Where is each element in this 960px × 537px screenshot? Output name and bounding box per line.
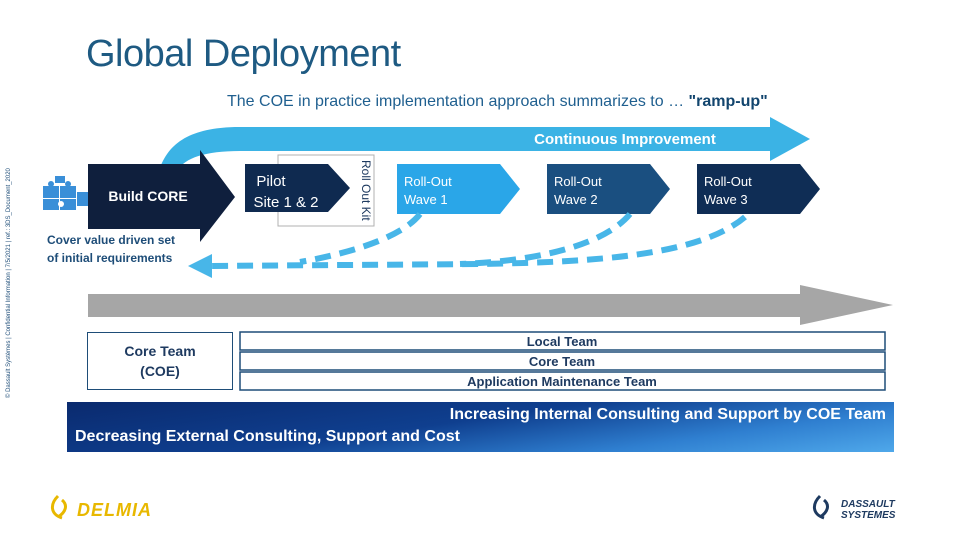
app-maintenance-box bbox=[239, 371, 886, 391]
feedback-arrow-horizontal bbox=[209, 214, 747, 269]
dassault-logo: DASSAULT SYSTEMES bbox=[813, 494, 896, 521]
build-core-label: Build CORE bbox=[108, 188, 187, 204]
timeline-arrow bbox=[88, 285, 893, 325]
app-maintenance-label: Application Maintenance Team bbox=[467, 374, 657, 389]
wave1-label-line2: Wave 1 bbox=[404, 192, 448, 207]
feedback-arrow-wave2 bbox=[459, 212, 633, 267]
rollout-kit-label: Roll Out Kit bbox=[359, 160, 373, 221]
core-team-label: Core Team bbox=[529, 354, 595, 369]
cover-note-line2: of initial requirements bbox=[47, 251, 173, 265]
dassault-logo-line2: SYSTEMES bbox=[841, 510, 896, 521]
decreasing-consulting-label: Decreasing External Consulting, Support … bbox=[75, 428, 460, 445]
delmia-logo-mark: DELMIA bbox=[51, 494, 152, 520]
pilot-stage: Pilot Site 1 & 2 bbox=[245, 164, 350, 212]
feedback-arrows bbox=[209, 212, 747, 269]
dassault-logo-line1: DASSAULT bbox=[841, 499, 896, 510]
build-core-stage: Build CORE bbox=[88, 150, 235, 242]
continuous-improvement-arrow: Continuous Improvement bbox=[160, 117, 810, 170]
page-title: Global Deployment bbox=[86, 33, 401, 75]
increasing-consulting-label: Increasing Internal Consulting and Suppo… bbox=[449, 406, 886, 423]
core-team-coe-line1: Core Team bbox=[124, 343, 196, 359]
wave2-label-line1: Roll-Out bbox=[554, 174, 602, 189]
consulting-band: Increasing Internal Consulting and Suppo… bbox=[67, 402, 894, 452]
subtitle-text: The COE in practice implementation appro… bbox=[227, 93, 689, 110]
rollout-wave1-stage: Roll-Out Wave 1 bbox=[397, 164, 520, 214]
wave3-label-line1: Roll-Out bbox=[704, 174, 752, 189]
pilot-label-line2: Site 1 & 2 bbox=[253, 194, 318, 211]
feedback-arrowhead bbox=[188, 254, 212, 278]
core-team-coe-box: Core Team (COE) bbox=[87, 332, 233, 390]
puzzle-icon bbox=[43, 176, 89, 210]
continuous-improvement-label: Continuous Improvement bbox=[534, 131, 716, 148]
core-team-coe-line2: (COE) bbox=[140, 363, 180, 379]
local-team-label: Local Team bbox=[527, 334, 598, 349]
feedback-arrow-wave1 bbox=[299, 212, 423, 265]
local-team-box bbox=[239, 331, 886, 351]
rollout-wave3-stage: Roll-Out Wave 3 bbox=[697, 164, 820, 214]
wave3-label-line2: Wave 3 bbox=[704, 192, 748, 207]
wave2-label-line2: Wave 2 bbox=[554, 192, 598, 207]
cover-note-line1: Cover value driven set bbox=[47, 233, 175, 247]
wave1-label-line1: Roll-Out bbox=[404, 174, 452, 189]
delmia-logo-text: DELMIA bbox=[77, 500, 152, 520]
team-stack: Local Team Core Team Application Mainten… bbox=[239, 331, 886, 391]
core-team-box bbox=[239, 351, 886, 371]
pilot-label-line1: Pilot bbox=[256, 173, 286, 190]
rollout-wave2-stage: Roll-Out Wave 2 bbox=[547, 164, 670, 214]
subtitle: The COE in practice implementation appro… bbox=[227, 93, 768, 111]
subtitle-emphasis: "ramp-up" bbox=[688, 93, 768, 110]
